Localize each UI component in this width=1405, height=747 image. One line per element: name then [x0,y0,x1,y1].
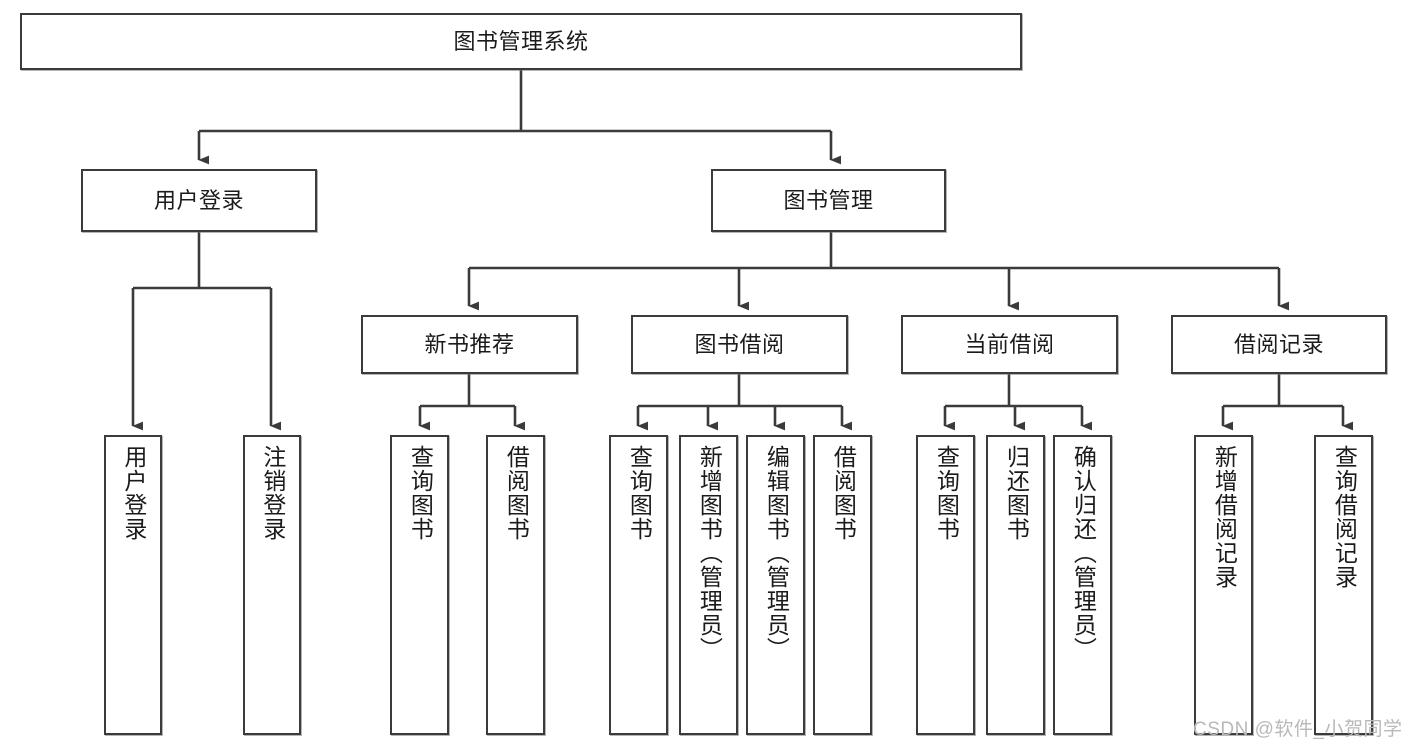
node-current-borrow-label: 当前借阅 [964,331,1055,357]
node-new-book-recommend-label: 新书推荐 [424,331,515,357]
leaf-bookborrow-query-book-label: 查询图书 [626,445,653,541]
leaf-bookborrow-edit-book-label: 编辑图书（管理员） [763,445,790,661]
leaf-bookborrow-add-book[interactable]: 新增图书（管理员） [679,435,738,735]
leaf-newbook-query-book-label: 查询图书 [407,445,434,541]
node-user-login-label: 用户登录 [153,187,244,213]
csdn-watermark: CSDN @软件_小贺同学 [1193,719,1403,740]
leaf-records-query-record[interactable]: 查询借阅记录 [1314,435,1373,735]
leaf-user-login[interactable]: 用户登录 [104,435,162,735]
leaf-bookborrow-borrow-book[interactable]: 借阅图书 [813,435,872,735]
leaf-records-add-record[interactable]: 新增借阅记录 [1194,435,1253,735]
node-book-borrow[interactable]: 图书借阅 [631,315,848,374]
leaf-records-add-record-label: 新增借阅记录 [1211,445,1238,589]
leaf-newbook-borrow-book-label: 借阅图书 [503,445,530,541]
leaf-bookborrow-borrow-book-label: 借阅图书 [830,445,857,541]
leaf-currentborrow-confirm-return-label: 确认归还（管理员） [1070,445,1097,661]
leaf-currentborrow-query-book[interactable]: 查询图书 [916,435,975,735]
leaf-currentborrow-confirm-return[interactable]: 确认归还（管理员） [1053,435,1112,735]
node-user-login[interactable]: 用户登录 [81,169,317,232]
leaf-newbook-borrow-book[interactable]: 借阅图书 [486,435,545,735]
leaf-bookborrow-edit-book[interactable]: 编辑图书（管理员） [746,435,805,735]
node-root[interactable]: 图书管理系统 [20,13,1022,70]
node-book-manage-label: 图书管理 [783,187,874,213]
node-book-borrow-label: 图书借阅 [694,331,785,357]
leaf-bookborrow-query-book[interactable]: 查询图书 [609,435,668,735]
node-current-borrow[interactable]: 当前借阅 [901,315,1118,374]
node-book-manage[interactable]: 图书管理 [711,169,946,232]
leaf-newbook-query-book[interactable]: 查询图书 [390,435,449,735]
leaf-currentborrow-return-book-label: 归还图书 [1003,445,1030,541]
node-borrow-records[interactable]: 借阅记录 [1171,315,1387,374]
node-new-book-recommend[interactable]: 新书推荐 [361,315,578,374]
node-root-label: 图书管理系统 [453,28,589,54]
node-borrow-records-label: 借阅记录 [1233,331,1324,357]
leaf-records-query-record-label: 查询借阅记录 [1331,445,1358,589]
leaf-logout-login-label: 注销登录 [259,445,286,541]
leaf-currentborrow-return-book[interactable]: 归还图书 [986,435,1045,735]
leaf-bookborrow-add-book-label: 新增图书（管理员） [696,445,723,661]
leaf-user-login-label: 用户登录 [120,445,147,541]
leaf-logout-login[interactable]: 注销登录 [243,435,301,735]
leaf-currentborrow-query-book-label: 查询图书 [933,445,960,541]
